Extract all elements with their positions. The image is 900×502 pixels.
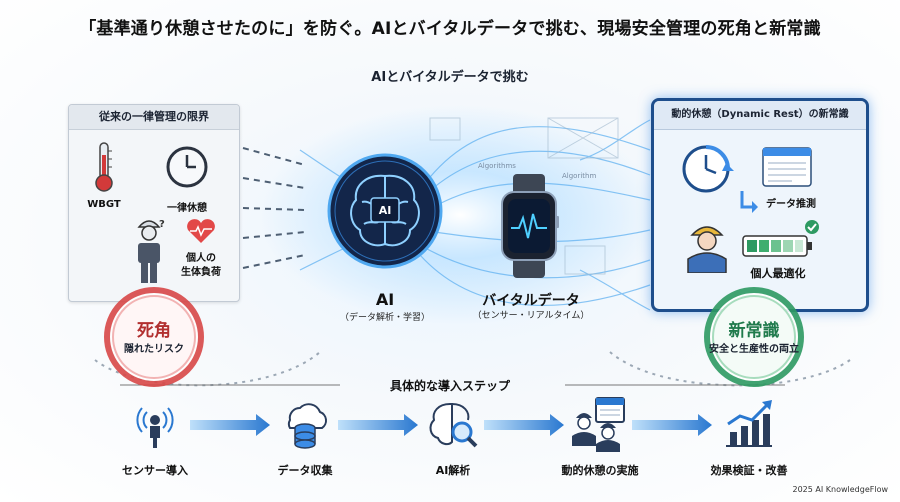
data-chart-icon [762,147,812,187]
conventional-panel-header: 従来の一律管理の限界 [69,105,239,130]
smartwatch-icon [501,174,559,278]
ai-label: AI [375,290,395,309]
thermometer-icon [95,142,113,192]
worker-icon: ? [137,219,165,283]
growth-chart-icon [726,400,772,447]
algorithm-text: Algorithm [562,172,597,180]
step-label-sensor: センサー導入 [122,464,188,477]
workers-calendar-icon [572,397,625,452]
subtitle: AIとバイタルデータで挑む [371,70,529,85]
dynamic-rest-panel: 動的休憩（Dynamic Rest）の新常識 データ推測 個人最適化 [651,98,869,312]
worker-avatar-icon [687,226,727,273]
vital-data-label: バイタルデータ [482,293,580,309]
svg-text:?: ? [159,219,165,230]
ai-sublabel: （データ解析・学習） [339,313,430,323]
uniform-break-label: 一律休憩 [167,203,207,214]
ai-brain-icon [327,153,443,269]
footer-credit: 2025 AI KnowledgeFlow [792,485,888,494]
ai-badge: AI [378,204,392,217]
heart-pulse-icon [187,219,215,243]
blind-spot-ring [104,287,204,387]
blind-spot-subtitle: 隠れたリスク [124,344,184,355]
new-normal-title: 新常識 [728,321,780,341]
step-label-dynamic-rest: 動的休憩の実施 [561,464,639,477]
cloud-database-icon [287,403,327,449]
personal-optimization-label: 個人最適化 [750,267,806,280]
vital-data-sublabel: （センサー・リアルタイム） [472,311,590,321]
new-normal-ring [704,287,804,387]
conventional-management-panel: 従来の一律管理の限界 WBGT 一律休憩 ? 個人の 生体負荷 [68,104,240,302]
data-prediction-label: データ推測 [766,199,816,210]
blind-spot-title: 死角 [137,321,171,341]
flow-arrow-icon [740,191,758,213]
step-label-ai-analysis: AI解析 [435,464,471,477]
dynamic-rest-header: 動的休憩（Dynamic Rest）の新常識 [654,101,866,130]
wbgt-label: WBGT [87,199,121,210]
step-label-verification: 効果検証・改善 [710,464,788,477]
algorithms-text: Algorithms [478,162,516,170]
check-icon [805,220,819,234]
sensor-icon [136,407,174,448]
clock-arrow-icon [682,145,734,193]
steps-title: 具体的な導入ステップ [389,379,510,393]
step-label-data-collection: データ収集 [277,464,333,477]
individual-load-line1: 個人の [186,253,216,264]
individual-load-line2: 生体負荷 [181,267,221,278]
step-arrows [190,414,712,436]
page-title: 「基準通り休憩させたのに」を防ぐ。AIとバイタルデータで挑む、現場安全管理の死角… [79,19,821,39]
clock-icon [166,146,208,188]
brain-magnifier-icon [429,403,478,448]
battery-icon [742,235,812,257]
new-normal-subtitle: 安全と生産性の両立 [709,344,799,355]
